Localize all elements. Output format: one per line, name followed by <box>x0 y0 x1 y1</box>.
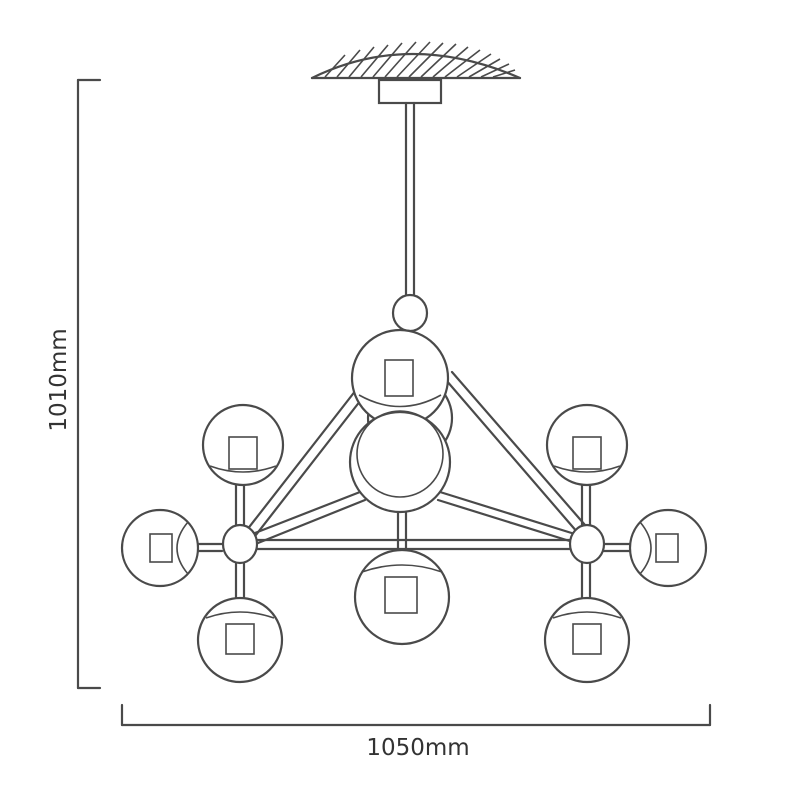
globe-right-upper <box>545 403 629 487</box>
globe-left-lower <box>196 596 284 684</box>
right-joint <box>568 523 606 565</box>
globe-top <box>350 328 450 428</box>
globe-left-upper <box>201 403 285 487</box>
height-label: 1010mm <box>46 328 72 431</box>
globe-bottom-center <box>353 548 451 646</box>
globe-left-side <box>120 508 200 588</box>
hub-knob <box>391 293 429 333</box>
suspension-rod <box>404 101 416 300</box>
ceiling-mount <box>310 41 522 105</box>
globe-right-lower <box>543 596 631 684</box>
height-dimension: 1010mm <box>46 78 102 690</box>
globe-right-side <box>628 508 708 588</box>
width-label: 1050mm <box>366 735 469 761</box>
left-joint <box>221 523 259 565</box>
globe-front-center <box>348 410 452 514</box>
canopy <box>377 78 443 105</box>
stems <box>194 478 632 604</box>
joints <box>221 523 606 565</box>
width-dimension: 1050mm <box>120 703 712 761</box>
frame-arms <box>241 370 587 551</box>
